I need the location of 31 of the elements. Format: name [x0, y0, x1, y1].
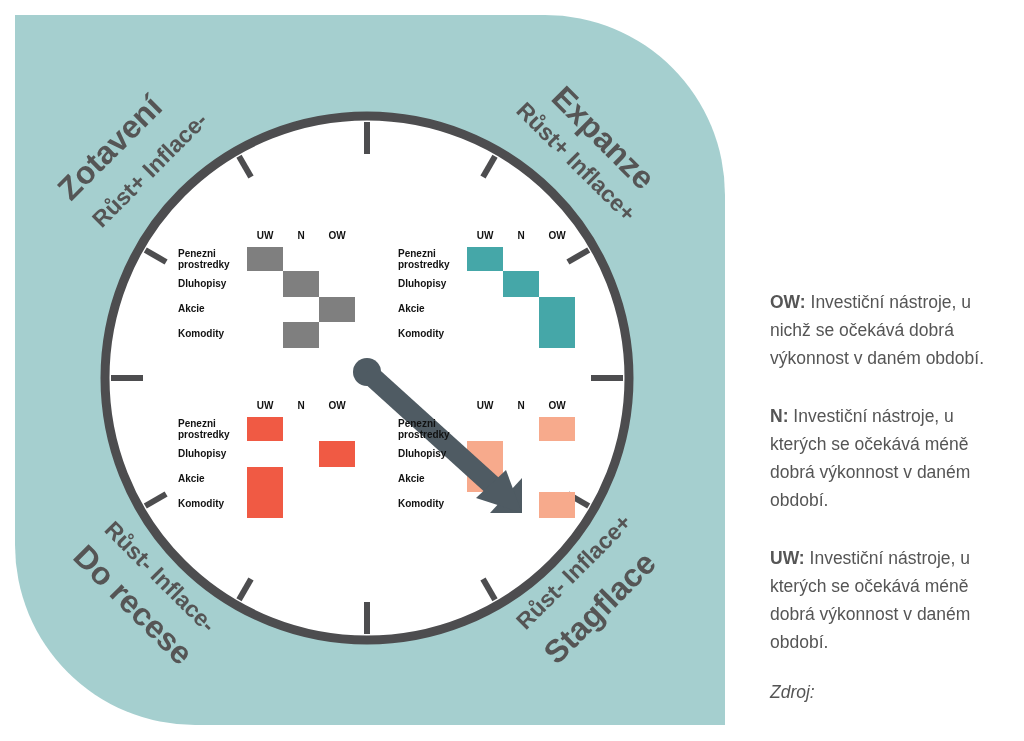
asset-label: Akcie — [398, 473, 426, 484]
source-note: Zdroj: — [770, 681, 816, 704]
column-header: UW — [256, 400, 274, 411]
column-header: UW — [256, 230, 274, 241]
legend-note: UW: Investiční nástroje, u kterých se očekává méně dobrá výkonnost v daném období. — [770, 547, 972, 654]
asset-label: Komodity — [398, 498, 446, 509]
column-header: N — [517, 400, 525, 411]
column-header: UW — [476, 230, 494, 241]
asset-label: Dluhopisy — [398, 448, 448, 459]
column-header: UW — [476, 400, 494, 411]
asset-label: Dluhopisy — [178, 448, 228, 459]
legend-note: N: Investiční nástroje, u kterých se očekává méně dobrá výkonnost v daném období. — [770, 405, 972, 512]
asset-label: Komodity — [398, 328, 446, 339]
asset-label: Akcie — [398, 303, 426, 314]
asset-label: Komodity — [178, 498, 226, 509]
column-header: N — [297, 230, 305, 241]
legend-note: OW: Investiční nástroje, u nichž se očekává dobrá výkonnost v daném období. — [770, 291, 986, 370]
column-header: N — [517, 230, 525, 241]
asset-label: Akcie — [178, 473, 206, 484]
asset-label: Akcie — [178, 303, 206, 314]
column-header: OW — [548, 400, 566, 411]
column-header: OW — [328, 230, 346, 241]
column-header: OW — [328, 400, 346, 411]
column-header: OW — [548, 230, 566, 241]
asset-label: Penezni prostredky — [178, 248, 231, 270]
asset-label: Penezni prostredky — [178, 418, 231, 440]
asset-label: Dluhopisy — [178, 278, 228, 289]
asset-label: Penezni prostredky — [398, 248, 451, 270]
asset-label: Komodity — [178, 328, 226, 339]
asset-label: Dluhopisy — [398, 278, 448, 289]
column-header: N — [297, 400, 305, 411]
